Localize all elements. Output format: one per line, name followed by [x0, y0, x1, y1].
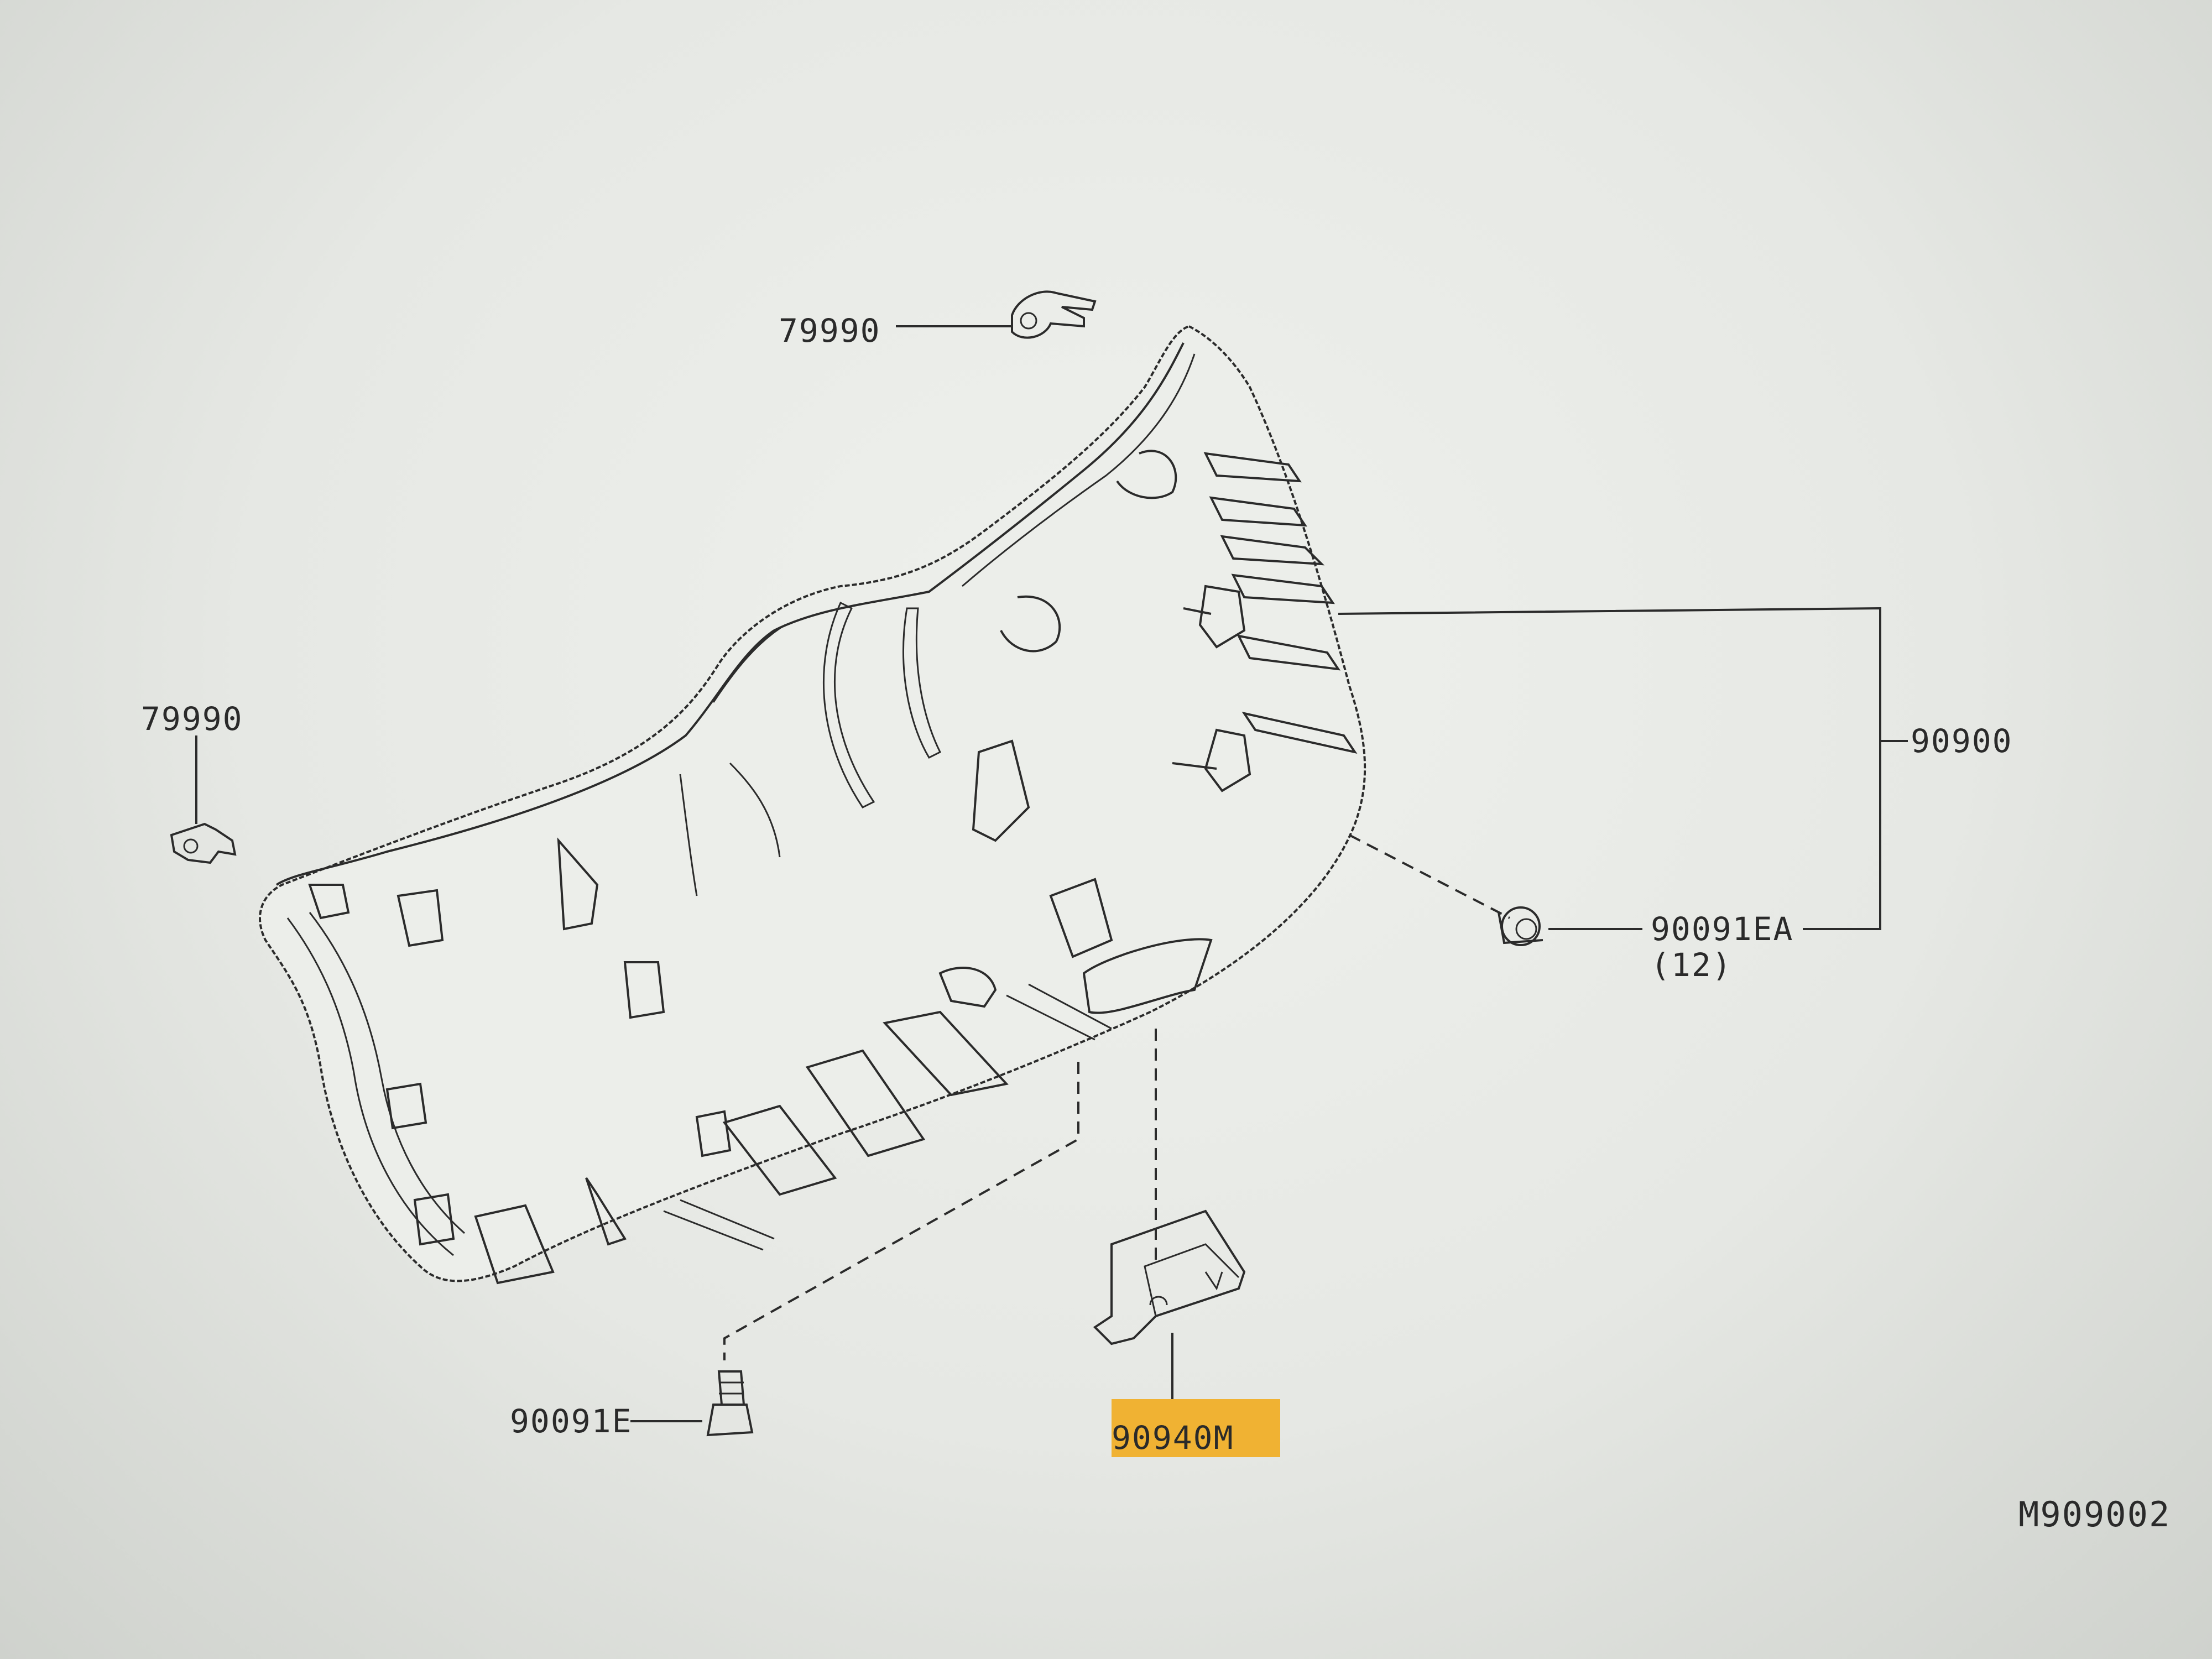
flange-lugs: [308, 837, 732, 1246]
bracket-90940M-part: [1093, 1209, 1246, 1345]
left-edge-inner: [286, 917, 454, 1256]
dash-90091EA: [1349, 834, 1510, 919]
clip-90091E: [706, 1370, 754, 1437]
label-90091EA-qty: (12): [1651, 946, 1733, 984]
label-90091E: 90091E: [510, 1402, 633, 1440]
leader-lines: [195, 325, 1908, 1422]
upper-flange: [275, 342, 1185, 886]
right-ribs: [1203, 452, 1358, 754]
label-90940M: 90940M: [1112, 1419, 1234, 1457]
highlight-90940M: [1112, 1399, 1280, 1457]
dash-90091E: [723, 1062, 1079, 1360]
left-edge-inner-2: [309, 912, 465, 1234]
label-79990-left: 79990: [141, 700, 243, 738]
screw-90091EA: [1498, 906, 1543, 946]
label-90091EA: 90091EA: [1651, 910, 1793, 948]
clip-79990-top: [1011, 290, 1097, 339]
lower-pockets: [474, 878, 1213, 1285]
part-labels: 79990 79990 90900 90091EA (12) 90091E 90…: [141, 312, 2171, 1535]
clip-79990-left: [170, 822, 237, 864]
label-79990-top: 79990: [779, 312, 881, 349]
bracket-90900: [1338, 607, 1881, 930]
trim-panel: [259, 325, 1366, 1285]
side-clips: [972, 450, 1251, 842]
upper-flange-inner: [712, 353, 1196, 703]
label-90900: 90900: [1911, 722, 2013, 760]
trim-panel-outline: [259, 325, 1366, 1282]
sheet-code: M909002: [2018, 1494, 2171, 1535]
long-ribs: [679, 601, 942, 896]
